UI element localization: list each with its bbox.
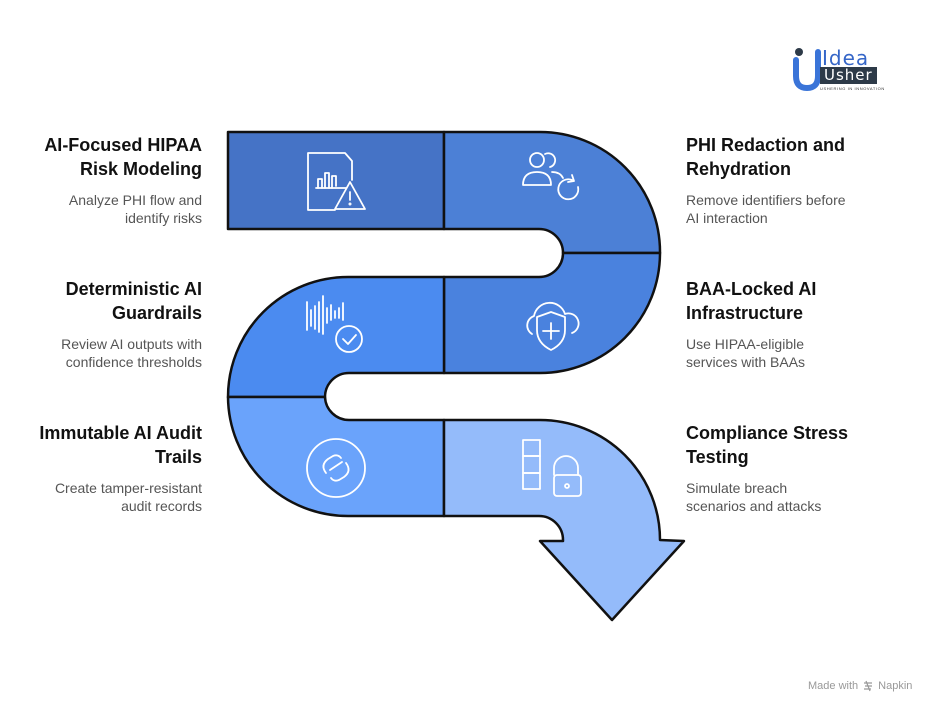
step-1-desc-line-1: Analyze PHI flow and: [68, 192, 202, 208]
step-3-title-line-2: Infrastructure: [686, 303, 804, 323]
made-with-napkin-footer: Made with Napkin: [808, 680, 912, 692]
step-4-description: Review AI outputs with confidence thresh…: [2, 335, 202, 371]
step-1-description: Analyze PHI flow and identify risks: [2, 191, 202, 227]
step-2-title: PHI Redaction and Rehydration: [686, 133, 886, 181]
logo-tagline: USHERING IN INNOVATION: [820, 86, 885, 91]
step-5-title: Immutable AI Audit Trails: [2, 421, 202, 469]
step-5-desc-line-1: Create tamper-resistant: [54, 480, 202, 496]
logo-text-idea: Idea: [822, 46, 870, 70]
step-2-desc-line-2: AI interaction: [686, 210, 768, 226]
step-6-desc-line-1: Simulate breach: [686, 480, 788, 496]
step-6-desc-line-2: scenarios and attacks: [686, 498, 822, 514]
step-5-immutable-audit-trails: Immutable AI Audit Trails Create tamper-…: [2, 421, 202, 515]
step-4-title: Deterministic AI Guardrails: [2, 277, 202, 325]
step-3-desc-line-2: services with BAAs: [686, 354, 806, 370]
made-with-text: Made with: [808, 680, 859, 692]
step-5-title-line-1: Immutable AI Audit: [39, 423, 202, 443]
document-chart-warning-icon: [307, 152, 366, 211]
link-circle-icon: [306, 438, 366, 498]
cloud-shield-icon: [526, 301, 580, 351]
step-4-title-line-1: Deterministic AI: [65, 279, 202, 299]
segment-6-arrow: [442, 418, 686, 622]
blocks-lock-icon: [522, 439, 582, 497]
step-1-title-line-2: Risk Modeling: [79, 159, 202, 179]
step-5-desc-line-2: audit records: [121, 498, 202, 514]
step-2-title-line-2: Rehydration: [686, 159, 792, 179]
step-5-description: Create tamper-resistant audit records: [2, 479, 202, 515]
step-4-desc-line-1: Review AI outputs with: [61, 336, 202, 352]
step-6-description: Simulate breach scenarios and attacks: [686, 479, 886, 515]
step-2-desc-line-1: Remove identifiers before: [686, 192, 846, 208]
step-3-description: Use HIPAA-eligible services with BAAs: [686, 335, 886, 371]
step-6-title-line-2: Testing: [686, 447, 749, 467]
napkin-logo-icon: [864, 680, 873, 692]
step-5-title-line-2: Trails: [154, 447, 202, 467]
waveform-check-icon: [306, 295, 363, 353]
step-4-deterministic-guardrails: Deterministic AI Guardrails Review AI ou…: [2, 277, 202, 371]
step-1-title: AI-Focused HIPAA Risk Modeling: [2, 133, 202, 181]
step-2-phi-redaction: PHI Redaction and Rehydration Remove ide…: [686, 133, 886, 227]
step-3-title-line-1: BAA-Locked AI: [686, 279, 817, 299]
logo-u-mark-icon: [793, 48, 821, 92]
step-3-baa-locked-infrastructure: BAA-Locked AI Infrastructure Use HIPAA-e…: [686, 277, 886, 371]
idea-usher-logo: Idea Usher USHERING IN INNOVATION: [792, 46, 904, 92]
step-4-title-line-2: Guardrails: [111, 303, 202, 323]
logo-text-usher: Usher: [820, 67, 877, 84]
step-1-title-line-1: AI-Focused HIPAA: [44, 135, 202, 155]
step-6-title: Compliance Stress Testing: [686, 421, 886, 469]
step-1-ai-focused-risk-modeling: AI-Focused HIPAA Risk Modeling Analyze P…: [2, 133, 202, 227]
napkin-brand-text: Napkin: [878, 680, 913, 692]
users-refresh-icon: [522, 152, 580, 201]
step-2-description: Remove identifiers before AI interaction: [686, 191, 886, 227]
segment-5: [226, 395, 446, 518]
step-1-desc-line-2: identify risks: [124, 210, 202, 226]
step-3-title: BAA-Locked AI Infrastructure: [686, 277, 886, 325]
step-4-desc-line-2: confidence thresholds: [65, 354, 202, 370]
step-6-compliance-stress-testing: Compliance Stress Testing Simulate breac…: [686, 421, 886, 515]
segment-2: [442, 130, 662, 255]
step-6-title-line-1: Compliance Stress: [686, 423, 849, 443]
step-3-desc-line-1: Use HIPAA-eligible: [686, 336, 805, 352]
step-2-title-line-1: PHI Redaction and: [686, 135, 846, 155]
